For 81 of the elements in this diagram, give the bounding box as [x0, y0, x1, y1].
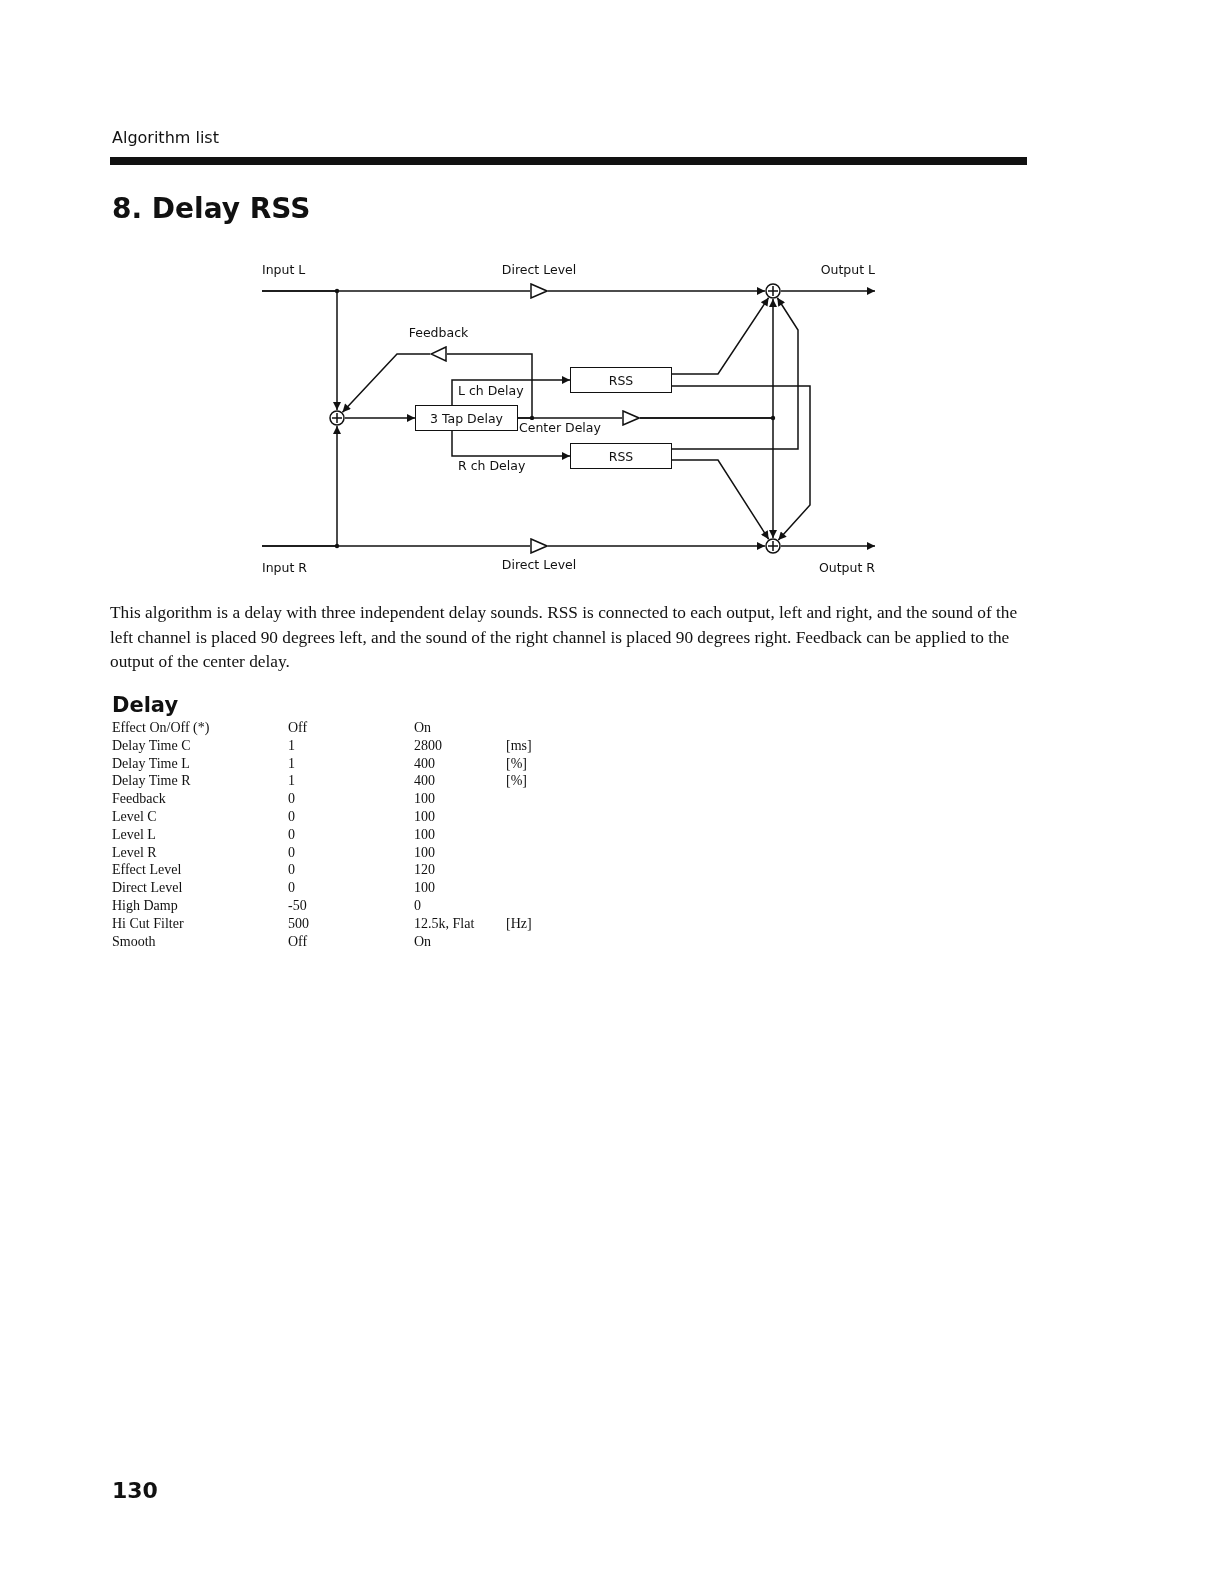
value-text: Off [288, 932, 308, 950]
value-text: 0 [288, 825, 295, 843]
parameter-name: Feedback [112, 790, 166, 808]
parameter-name: Level C [112, 808, 157, 825]
parameter-name: High Damp [112, 897, 178, 914]
value-text: 0 [288, 808, 295, 825]
unit-label: [Hz] [506, 914, 532, 932]
value-text: 120 [414, 861, 435, 879]
value-text: 400 [414, 754, 435, 772]
signal-line [780, 287, 876, 295]
value-text: 400 [414, 772, 435, 790]
value-text: 100 [414, 825, 435, 843]
amplifier-label: Feedback [408, 325, 469, 340]
unit-label: [ms] [506, 736, 532, 754]
amplifier-label: Direct Level [501, 557, 577, 572]
parameter-name: Level L [112, 825, 156, 843]
value-text: 100 [414, 808, 435, 825]
parameter-name: Smooth [112, 932, 156, 950]
value-text: 0 [414, 897, 421, 914]
amplifier-triangle [622, 410, 640, 426]
parameter-name: Effect On/Off (*) [112, 719, 210, 736]
process-box: RSS [570, 367, 672, 393]
parameter-name: Delay Time R [112, 772, 191, 790]
running-header: Algorithm list [112, 128, 219, 147]
io-label: Output R [805, 546, 875, 575]
amplifier-label: Direct Level [501, 262, 577, 277]
value-text: 100 [414, 879, 435, 897]
table-heading: Delay [112, 693, 179, 717]
summing-junction [765, 538, 781, 554]
signal-line [671, 297, 799, 450]
io-label: Input L [262, 262, 312, 291]
edge-label: Center Delay [518, 420, 602, 435]
signal-line [344, 414, 416, 422]
section-title: 8. Delay RSS [112, 192, 311, 225]
page-number: 130 [112, 1478, 158, 1503]
value-text: 1 [288, 772, 295, 790]
io-label: Output L [805, 262, 875, 291]
value-text: 100 [414, 790, 435, 808]
process-box: RSS [570, 443, 672, 469]
value-text: 2800 [414, 736, 442, 754]
value-text: -50 [288, 897, 307, 914]
value-text: 12.5k, Flat [414, 914, 475, 932]
process-box: 3 Tap Delay [415, 405, 518, 431]
signal-line [547, 287, 766, 295]
signal-line [451, 430, 571, 460]
value-text: 0 [288, 843, 295, 861]
signal-line [451, 376, 571, 406]
parameter-name: Hi Cut Filter [112, 914, 184, 932]
signal-line [547, 542, 766, 550]
value-text: 0 [288, 790, 295, 808]
value-text: 1 [288, 736, 295, 754]
edge-label: R ch Delay [457, 458, 527, 473]
value-text: Off [288, 719, 308, 736]
signal-line [671, 459, 770, 540]
unit-label: [%] [506, 772, 527, 790]
summing-junction [329, 410, 345, 426]
parameter-name: Direct Level [112, 879, 183, 897]
value-text: 0 [288, 861, 295, 879]
value-text: 1 [288, 754, 295, 772]
value-text: On [414, 719, 432, 736]
value-text: 500 [288, 914, 309, 932]
signal-line [261, 290, 341, 411]
signal-line [780, 542, 876, 550]
parameter-name: Effect Level [112, 861, 182, 879]
parameter-name: Delay Time C [112, 736, 191, 754]
parameter-name: Level R [112, 843, 157, 861]
signal-line [639, 417, 777, 539]
signal-line [671, 385, 811, 541]
summing-junction [765, 283, 781, 299]
signal-line [671, 296, 770, 375]
signal-line [261, 425, 341, 547]
unit-label: [%] [506, 754, 527, 772]
description-paragraph: This algorithm is a delay with three independent delay sounds. RSS is connected to each output, left and right, and the sound of the left channel is placed 90 degrees left, and the sound of the right channel is placed 90 degrees right. Feedback can be applied to the output of the center delay. [110, 602, 1019, 673]
value-text: On [414, 932, 432, 950]
value-text: 0 [288, 879, 295, 897]
edge-label: L ch Delay [457, 383, 525, 398]
parameter-name: Delay Time L [112, 754, 190, 772]
value-text: 100 [414, 843, 435, 861]
io-label: Input R [262, 546, 312, 575]
signal-line [341, 353, 431, 413]
signal-line [446, 353, 533, 419]
